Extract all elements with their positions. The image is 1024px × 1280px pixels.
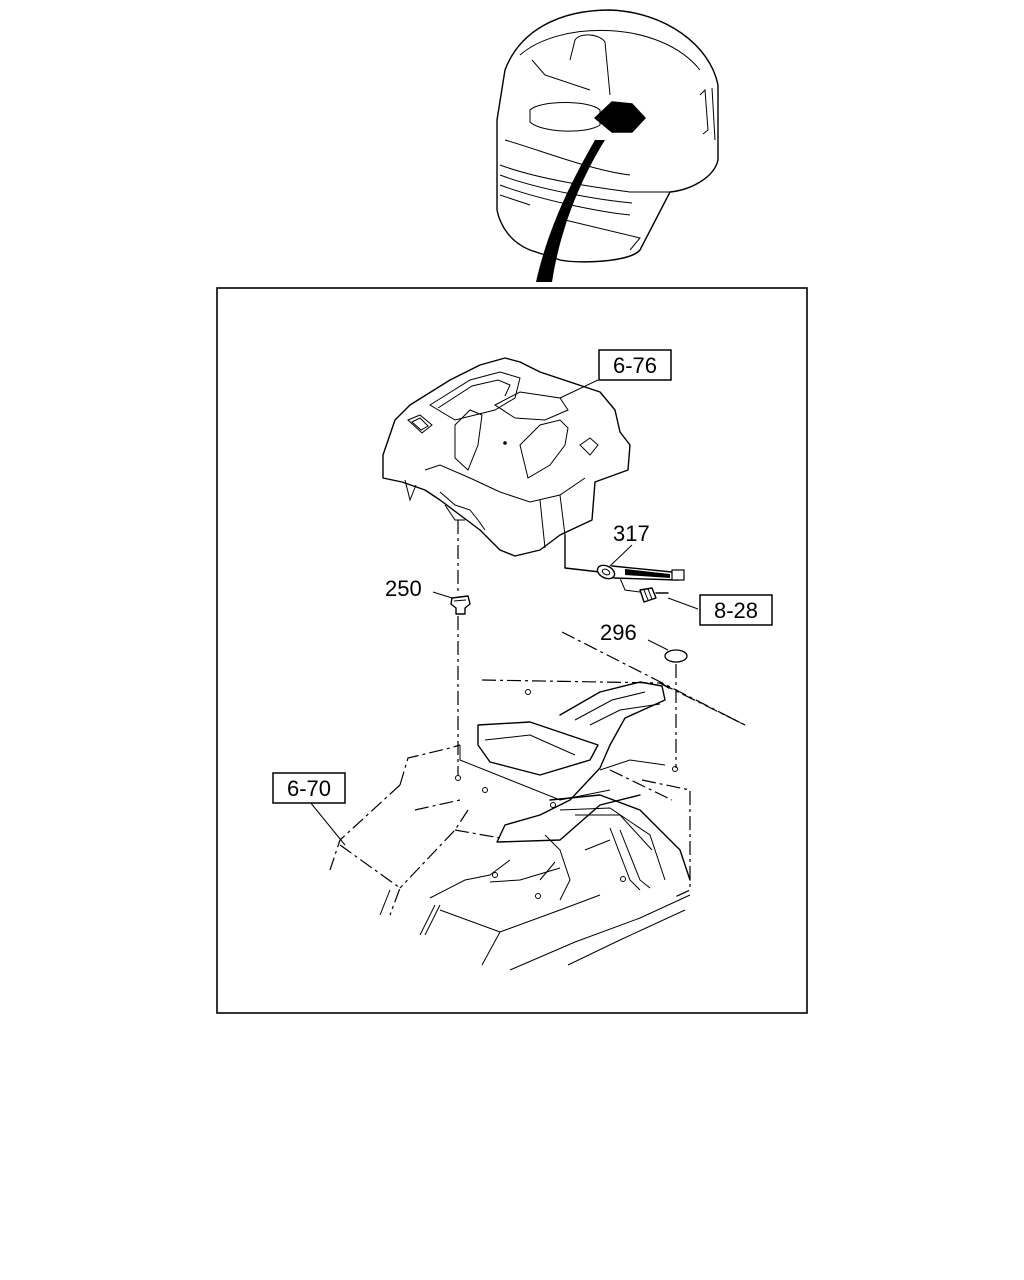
callout-ref-right-text: 8-28 [714, 598, 758, 623]
callout-ref-top: 6-76 [598, 349, 672, 381]
console-cover [382, 357, 631, 557]
callout-ref-top-text: 6-76 [613, 353, 657, 378]
callout-ref-left-text: 6-70 [287, 776, 331, 801]
callout-part-317: 317 [613, 521, 650, 546]
assembly-guides [457, 520, 677, 775]
floor-panel [329, 631, 746, 971]
callout-part-296: 296 [600, 620, 637, 645]
cab-overview [496, 9, 719, 282]
callout-ref-right: 8-28 [699, 594, 773, 626]
detail-frame [216, 287, 808, 1014]
clip-fastener [450, 595, 471, 615]
hose-assembly [564, 534, 685, 593]
callout-part-250: 250 [385, 576, 422, 601]
plug-cap [664, 649, 688, 663]
screw-fastener [639, 587, 669, 603]
leader-lines [309, 379, 699, 846]
callout-ref-left: 6-70 [272, 772, 346, 804]
